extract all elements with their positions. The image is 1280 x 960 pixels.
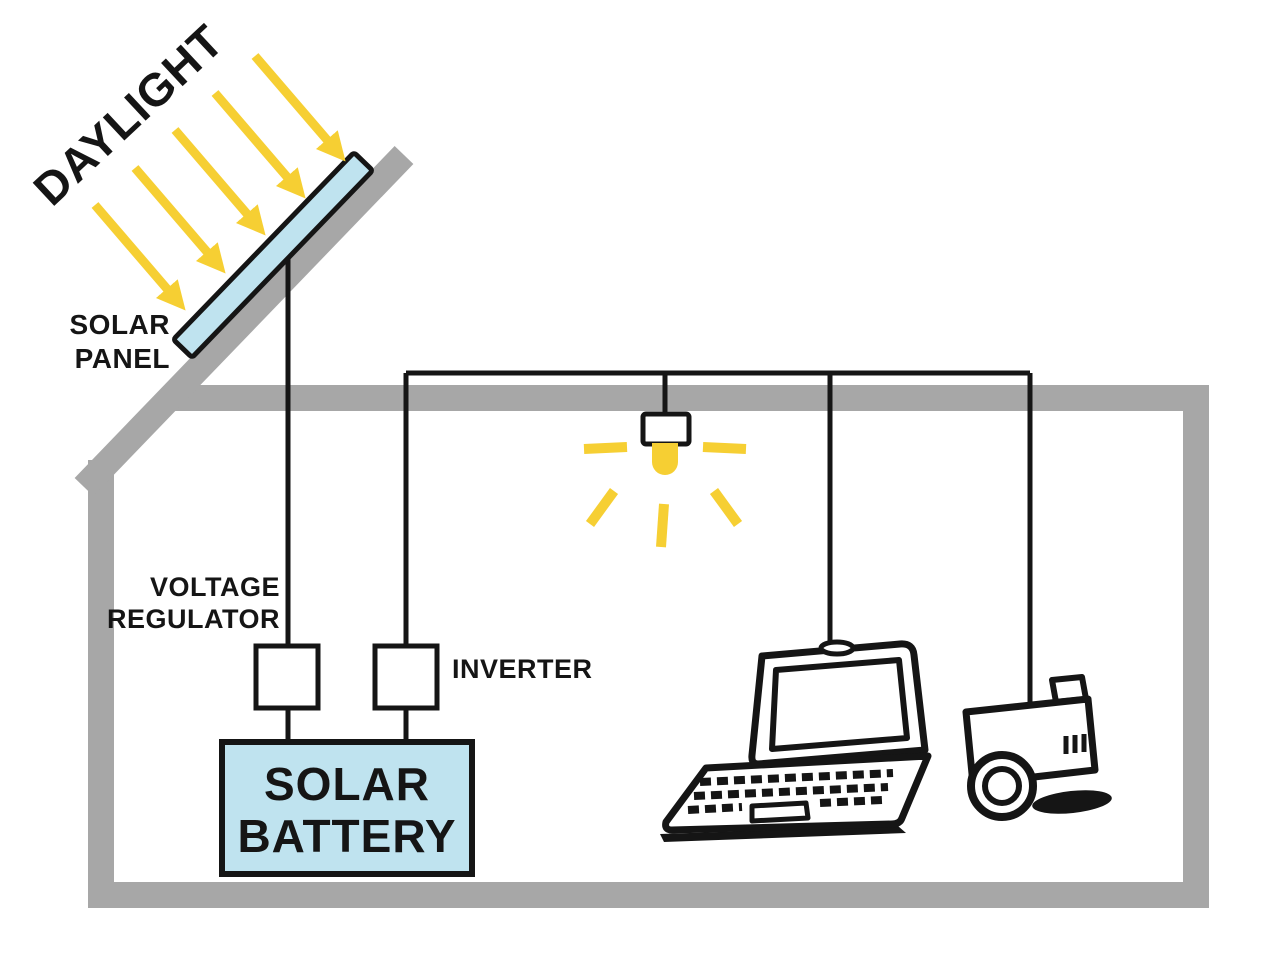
sun-ray-arrow: [171, 127, 266, 236]
laptop-shadow: [660, 826, 906, 842]
daylight-rays: [91, 53, 346, 311]
solar-battery-label-line2: BATTERY: [237, 810, 456, 862]
house-walls: [88, 385, 1209, 908]
light-ray: [709, 488, 743, 527]
light-ray: [585, 488, 619, 527]
house-outline: [74, 145, 1209, 908]
solar-panel: [172, 151, 374, 359]
sun-ray-arrow: [91, 202, 186, 311]
key-row: [693, 783, 889, 800]
sun-ray-arrow: [211, 90, 306, 199]
camera-lens-inner: [982, 766, 1022, 806]
bulb-glass: [652, 443, 678, 475]
roof-slant: [74, 145, 414, 497]
solar-panel-label-line1: SOLAR: [70, 309, 171, 340]
laptop-keyboard: [687, 769, 894, 814]
solar-battery-box: [219, 739, 475, 877]
key-row: [687, 803, 743, 814]
sun-ray-arrow: [131, 165, 226, 274]
key-row: [819, 796, 883, 807]
voltage-regulator-box: [253, 643, 321, 711]
light-ray: [656, 503, 669, 548]
camera-shadow: [1032, 790, 1112, 814]
key-row: [699, 769, 894, 786]
voltage-regulator-label-line2: REGULATOR: [107, 604, 280, 634]
solar-battery-label-line1: SOLAR: [264, 758, 430, 810]
laptop-latch: [818, 639, 856, 657]
light-ray: [583, 442, 628, 454]
laptop-display: [769, 657, 910, 752]
voltage-regulator-label: VOLTAGE REGULATOR: [107, 572, 280, 634]
solar-panel-label: SOLAR PANEL: [70, 309, 171, 374]
light-ray: [702, 442, 747, 454]
camera-grip-lines: [1063, 734, 1087, 754]
inverter-label: INVERTER: [452, 654, 593, 684]
solar-battery-label: SOLAR BATTERY: [237, 758, 456, 862]
bulb-socket: [640, 411, 692, 447]
laptop-icon: [660, 639, 932, 842]
light-bulb-icon: [583, 411, 747, 548]
sun-ray-arrow: [251, 53, 346, 162]
laptop-trackpad: [749, 800, 811, 824]
inverter-box: [372, 643, 440, 711]
camera-icon: [962, 674, 1112, 821]
daylight-label: DAYLIGHT: [23, 14, 233, 215]
voltage-regulator-label-line1: VOLTAGE: [150, 572, 280, 602]
wiring: [285, 240, 1033, 742]
light-rays: [583, 442, 747, 548]
solar-panel-label-line2: PANEL: [75, 343, 170, 374]
